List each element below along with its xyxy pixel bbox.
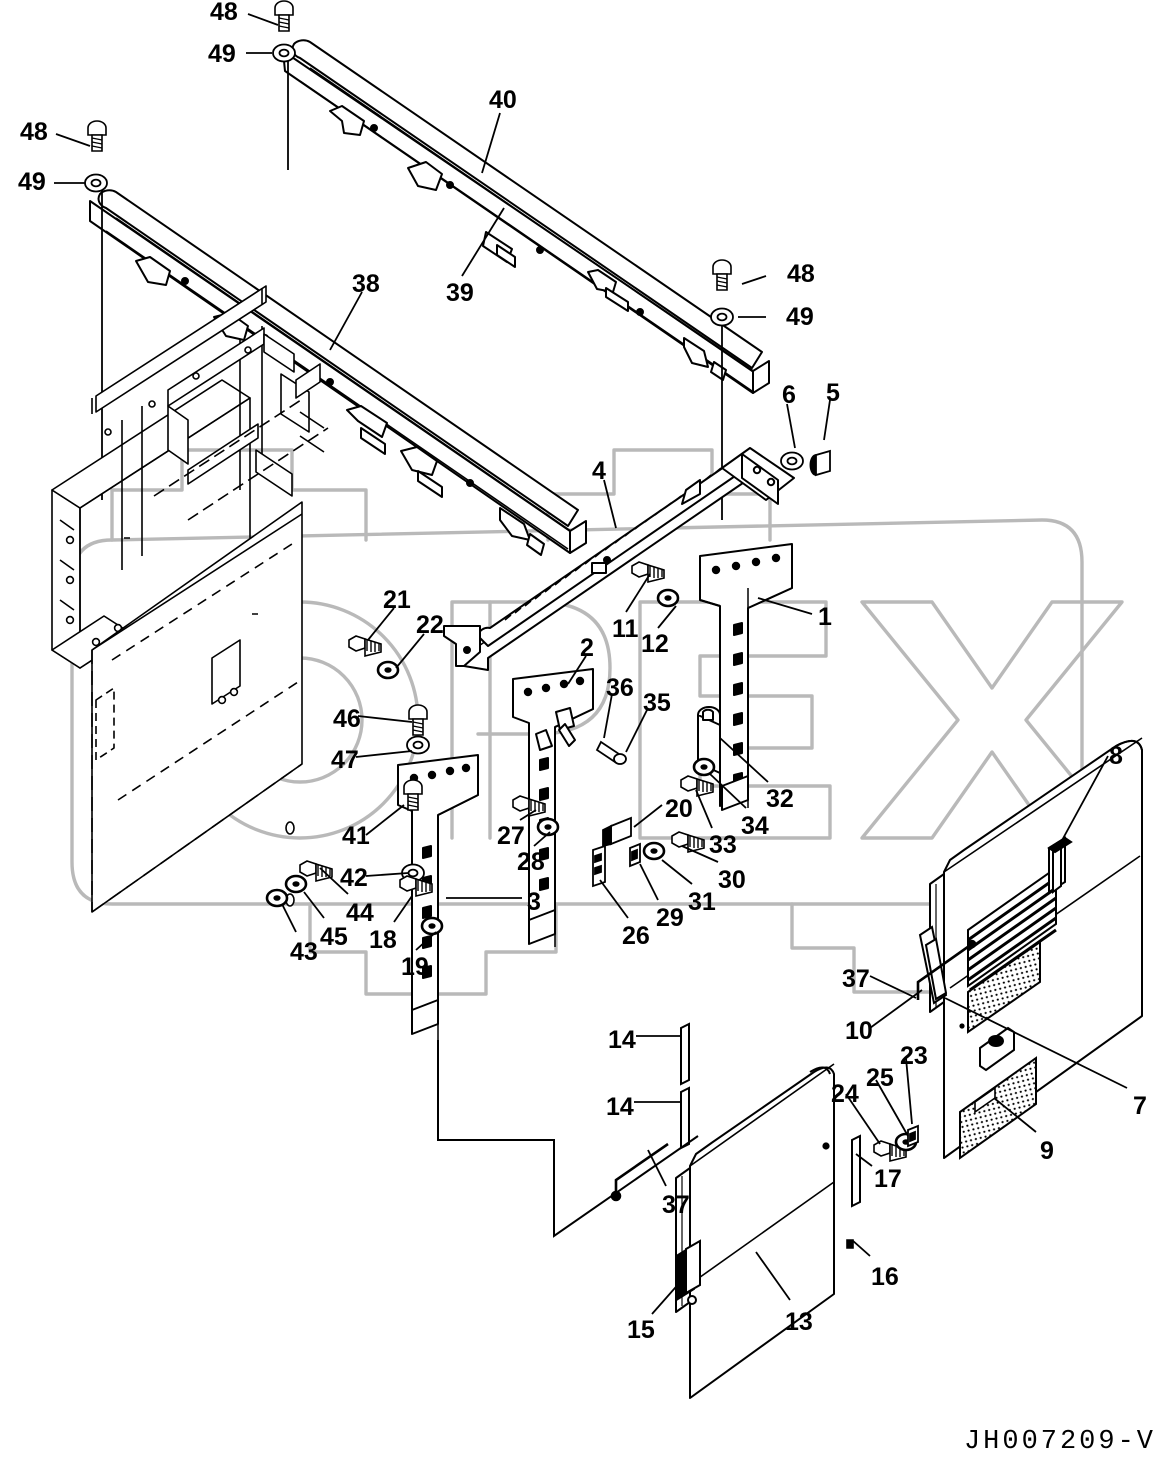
callout-40-2: 40 [489,86,517,114]
callout-26-38: 26 [622,922,650,950]
part-29-clip [629,842,641,868]
part-13-hood-panel [675,1063,835,1399]
part-7-latch-recess [979,1026,1015,1072]
callout-20-23: 20 [665,795,693,823]
callout-41-27: 41 [342,822,370,850]
part-8-latch [1047,836,1073,894]
callout-35-19: 35 [643,689,671,717]
part-4-center-rail [443,447,795,671]
callout-18-37: 18 [369,926,397,954]
callout-13-53: 13 [785,1308,813,1336]
fastener-48-c [712,259,732,291]
part-9-lower-grille [959,1056,1037,1160]
leader-lines [281,112,1128,1315]
callout-19-40: 19 [401,953,429,981]
callout-32-24: 32 [766,785,794,813]
part-9-upper-grille [967,940,1041,1034]
callout-48-3: 48 [20,118,48,146]
fastener-31-washer [642,841,666,861]
callout-17-50: 17 [874,1165,902,1193]
callout-46-20: 46 [333,705,361,733]
left-frame-structure [51,285,329,669]
part-17-strip [851,1134,861,1208]
callout-29-35: 29 [656,904,684,932]
callout-25-45: 25 [866,1064,894,1092]
callout-47-21: 47 [331,746,359,774]
part-23-clip [907,1124,919,1148]
callout-14-43: 14 [608,1026,636,1054]
part-26-clip [592,844,606,888]
callout-3-34: 3 [527,888,541,916]
callout-14-46: 14 [606,1093,634,1121]
callout-4-11: 4 [592,457,606,485]
callout-37-51: 37 [662,1191,690,1219]
callout-31-32: 31 [688,888,716,916]
callout-22-14: 22 [416,611,444,639]
callout-34-25: 34 [741,812,769,840]
callout-42-31: 42 [340,864,368,892]
callout-43-39: 43 [290,938,318,966]
fastener-49-c [710,307,734,327]
callout-24-47: 24 [831,1080,859,1108]
left-lower-panel [91,501,303,913]
callout-30-30: 30 [718,866,746,894]
fastener-21-bolt [348,635,382,657]
fastener-22-washer [376,660,400,680]
part-16-pin [846,1239,854,1249]
callout-1-12: 1 [818,603,832,631]
part-40-upper-rail [282,39,770,394]
callout-33-26: 33 [709,831,737,859]
callout-2-17: 2 [580,634,594,662]
part-14-strip-lower [680,1086,690,1150]
drawing-number: JH007209-V [963,1427,1156,1457]
fastener-48-b [87,120,107,152]
fastener-45-washer [284,874,308,894]
part-38-lower-rail [89,189,587,556]
callout-45-36: 45 [320,923,348,951]
callout-48-0: 48 [210,0,238,26]
fastener-44-bolt [299,860,333,882]
fastener-46-bolt [408,704,428,736]
callout-10-42: 10 [845,1017,873,1045]
fastener-19-washer [420,916,444,936]
fastener-12-washer [656,588,680,608]
fastener-49-a [272,43,296,63]
fastener-6-washer [780,451,804,471]
callout-44-33: 44 [346,899,374,927]
callout-21-13: 21 [383,586,411,614]
part-20-clip [602,816,632,848]
part-5-plug [809,449,831,477]
callout-37-41: 37 [842,965,870,993]
callout-7-48: 7 [1133,1092,1147,1120]
callout-6-9: 6 [782,381,796,409]
part-35-pin [595,740,627,765]
assembly-connector-line [437,1040,699,1238]
fastener-34-washer [692,757,716,777]
part-2-middle-bracket [512,668,594,947]
fastener-48-a [274,0,294,32]
part-14-strip-upper [680,1022,690,1086]
callout-28-29: 28 [517,848,545,876]
part-7-upper-louvers [967,866,1057,992]
callout-16-52: 16 [871,1263,899,1291]
callout-11-15: 11 [612,615,639,643]
callout-8-22: 8 [1109,742,1123,770]
callout-23-44: 23 [900,1042,928,1070]
callout-48-7: 48 [787,260,815,288]
callout-49-8: 49 [786,303,814,331]
callout-38-5: 38 [352,270,380,298]
fastener-11-bolt [631,561,665,583]
callout-39-6: 39 [446,279,474,307]
callout-9-49: 9 [1040,1137,1054,1165]
callout-36-18: 36 [606,674,634,702]
callout-49-1: 49 [208,40,236,68]
callout-27-28: 27 [497,822,525,850]
fastener-43-washer [265,888,289,908]
callout-15-54: 15 [627,1316,655,1344]
fastener-49-b [84,173,108,193]
callout-49-4: 49 [18,168,46,196]
callout-12-16: 12 [641,630,669,658]
callout-5-10: 5 [826,379,840,407]
